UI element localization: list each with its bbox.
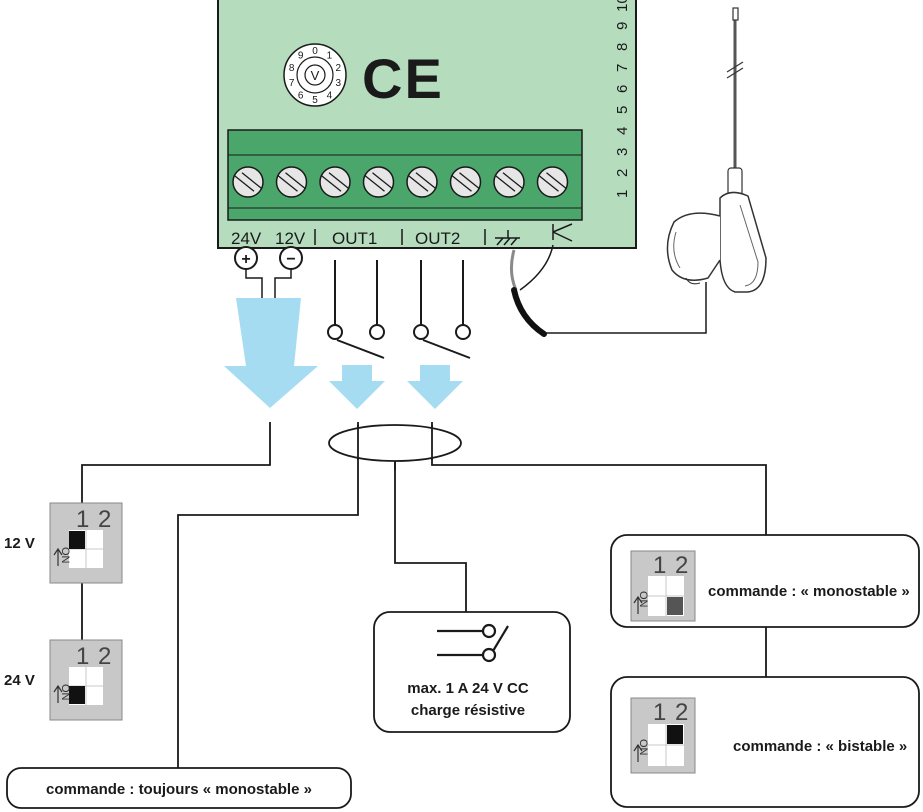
dip-header: 1 2: [653, 552, 689, 579]
dial-digit: 8: [289, 63, 295, 74]
terminal-screw: [449, 166, 482, 198]
minus-sign: −: [286, 251, 295, 268]
dial-digit: 2: [336, 63, 342, 74]
bistable-box: 1 2 ON commande : « bistable »: [610, 676, 920, 808]
terminal-block: [227, 129, 583, 221]
power-leads: [245, 269, 292, 298]
antenna-terminal-icon: [552, 223, 573, 242]
relay-limit-line1: max. 1 A 24 V CC: [407, 680, 529, 697]
relay-limit-line2: charge résistive: [411, 702, 525, 719]
dial-digit: 7: [289, 78, 295, 89]
terminal-numbers: 1 2 3 4 5 6 7 8 9 10: [614, 0, 631, 198]
terminal-number: 10: [614, 0, 631, 12]
terminal-screw: [362, 166, 395, 198]
out2-arrow: [407, 365, 463, 409]
dial-digit: 1: [327, 51, 333, 62]
supply-24v-label: 24 V: [4, 672, 35, 689]
dip-on-label: ON: [59, 547, 71, 564]
monostable-box: 1 2 ON commande : « monostable »: [610, 534, 920, 628]
dip-on-label: ON: [637, 739, 649, 756]
always-monostable-box: commande : toujours « monostable »: [6, 767, 352, 809]
supply-arrow: [224, 298, 318, 408]
terminal-number: 6: [614, 85, 631, 93]
dip-on-label: ON: [59, 684, 71, 701]
dip-header: 1 2: [76, 643, 112, 670]
plus-sign: +: [241, 251, 250, 268]
terminal-screw: [493, 166, 525, 198]
terminal-number: 5: [614, 106, 631, 114]
dial-digit: 5: [312, 95, 318, 106]
terminal-number: 3: [614, 148, 631, 156]
dial-center-label: V: [311, 68, 320, 83]
terminal-screw: [406, 166, 438, 198]
ground-icon: [495, 230, 520, 246]
terminal-screw: [275, 166, 308, 198]
terminal-number: 4: [614, 127, 631, 135]
ce-mark: CE: [362, 47, 444, 110]
dip-switch-24v: 1 2 ON: [49, 639, 123, 721]
terminal-number: 7: [614, 64, 631, 72]
label-12v: 12V: [275, 229, 306, 248]
coax-cable: [511, 287, 547, 337]
dip-header: 1 2: [76, 506, 112, 533]
relay-load-box: max. 1 A 24 V CC charge résistive: [373, 611, 571, 733]
label-24v: 24V: [231, 229, 262, 248]
cable-bundle: [328, 424, 462, 462]
dial-digit: 6: [298, 90, 304, 101]
bistable-label: commande : « bistable »: [733, 738, 907, 755]
out1-arrow: [329, 365, 385, 409]
dial-digit: 0: [312, 46, 318, 57]
monostable-label: commande : « monostable »: [708, 583, 910, 600]
dip-header: 1 2: [653, 699, 689, 726]
label-out1: OUT1: [332, 229, 377, 248]
supply-12v-label: 12 V: [4, 535, 35, 552]
plus-terminal: +: [234, 246, 258, 270]
antenna-icon: [666, 7, 767, 293]
always-monostable-label: commande : toujours « monostable »: [46, 781, 312, 798]
dip-switch-12v: 1 2 ON: [49, 502, 123, 584]
terminal-screws: [232, 166, 569, 198]
relay-contacts: [327, 260, 471, 359]
antenna-cable: [540, 282, 707, 334]
wiring-lines: [81, 422, 767, 770]
dial-digit: 9: [298, 51, 304, 62]
terminal-number: 8: [614, 43, 631, 51]
terminal-screw: [319, 166, 351, 198]
minus-terminal: −: [279, 246, 303, 270]
terminal-number: 9: [614, 22, 631, 30]
relay-contact-icon: [437, 623, 509, 663]
terminal-screw: [536, 166, 569, 198]
terminal-number: 2: [614, 169, 631, 177]
dip-on-label: ON: [637, 591, 649, 608]
label-out2: OUT2: [415, 229, 460, 248]
terminal-number: 1: [614, 190, 631, 198]
dial-digit: 4: [327, 90, 333, 101]
terminal-screw: [232, 166, 264, 198]
dial-digit: 3: [336, 78, 342, 89]
coax-shield: [509, 249, 518, 291]
